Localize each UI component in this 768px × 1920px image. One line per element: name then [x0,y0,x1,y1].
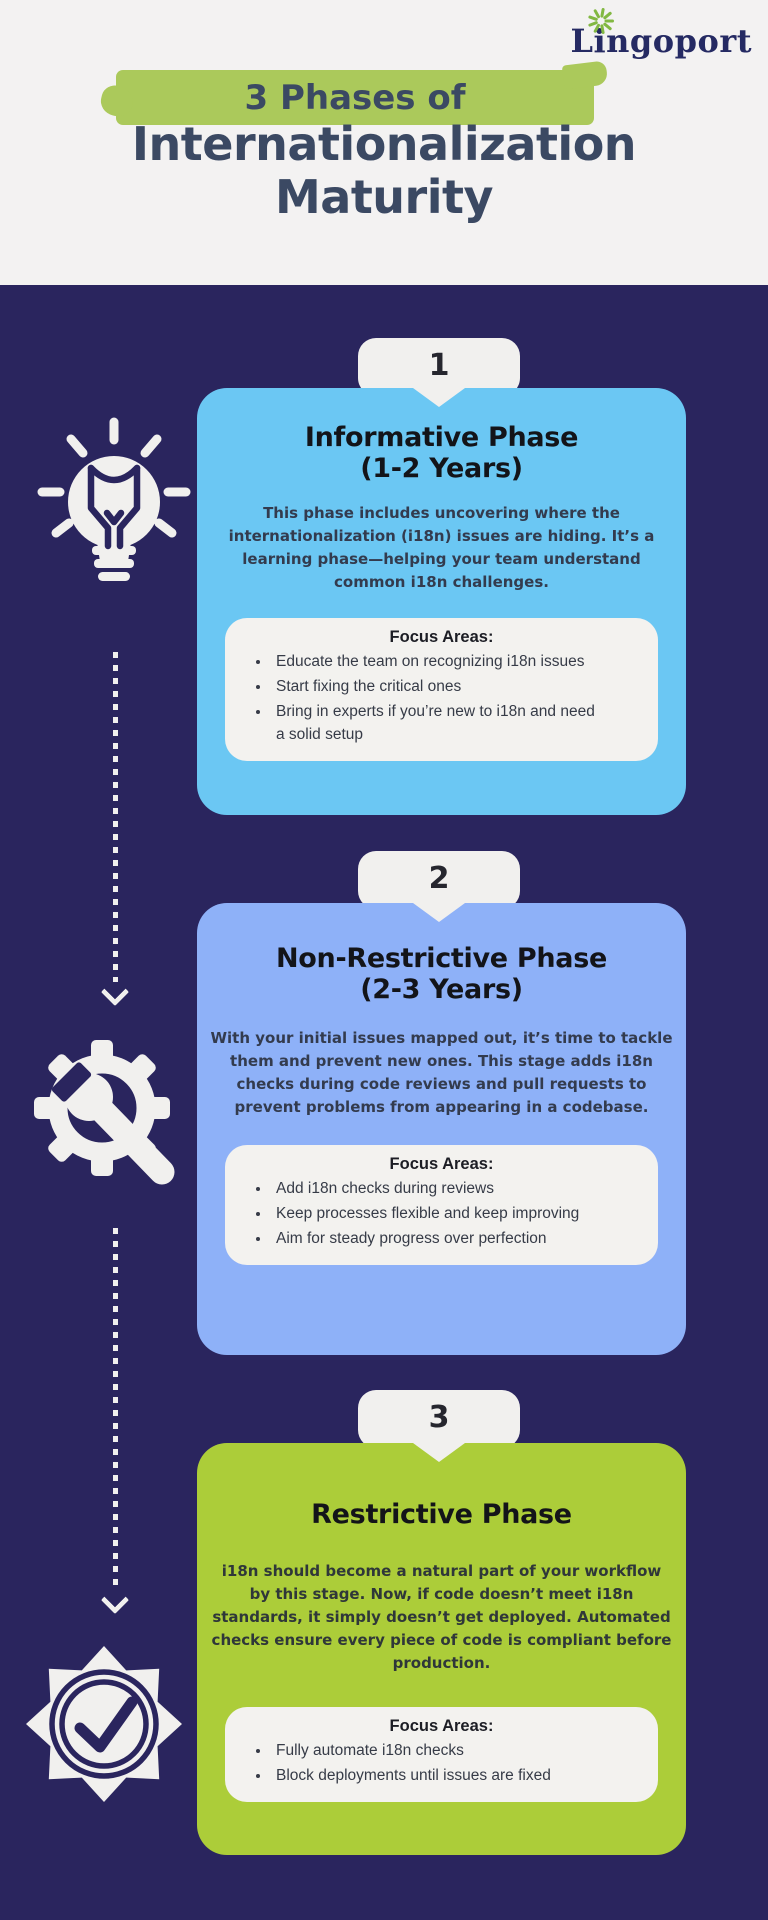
phase-3-focus-list: Fully automate i18n checks Block deploym… [225,1739,658,1787]
phase-2-title-text: Non-Restrictive Phase [275,943,608,974]
kicker-text: 3 Phases of [244,77,466,118]
phase-1-card: Informative Phase (1-2 Years) This phase… [197,388,686,815]
phase-3-card: Restrictive Phase i18n should become a n… [197,1443,686,1855]
focus-item: Start fixing the critical ones [271,675,596,698]
brand-logo: Lingoport [571,8,753,60]
page-title: Internationalization Maturity [0,118,768,224]
phase-2-notch [413,903,465,922]
phase-1-notch [413,388,465,407]
phase-2-focus-label: Focus Areas: [389,1155,494,1173]
phase-3-number-tab: 3 [358,1390,520,1448]
phase-2-description: With your initial issues mapped out, it’… [210,1029,673,1116]
phase-2-number: 2 [428,861,450,896]
phase-1-focus-label: Focus Areas: [389,628,494,646]
focus-item: Keep processes flexible and keep improvi… [271,1202,596,1225]
phase-1-number: 1 [428,348,450,383]
focus-item: Educate the team on recognizing i18n iss… [271,650,596,673]
phase-2-card: Non-Restrictive Phase (2-3 Years) With y… [197,903,686,1355]
badge-check-icon [26,1646,182,1802]
phase-2-focus-list: Add i18n checks during reviews Keep proc… [225,1177,658,1250]
phase-2-number-tab: 2 [358,851,520,909]
arrow-head-1 [100,977,130,1007]
phase-1-focus-list: Educate the team on recognizing i18n iss… [225,650,658,746]
phase-2-title: Non-Restrictive Phase (2-3 Years) [197,943,686,1005]
focus-item: Add i18n checks during reviews [271,1177,596,1200]
gear-wrench-icon [34,1040,175,1185]
phase-3-title: Restrictive Phase [197,1499,686,1530]
arrow-head-2 [100,1585,130,1615]
phase-3-notch [413,1443,465,1462]
phase-1-title: Informative Phase (1-2 Years) [197,422,686,484]
phase-3-description: i18n should become a natural part of you… [211,1562,672,1672]
phase-1-number-tab: 1 [358,338,520,396]
phase-3-focus-box: Focus Areas: Fully automate i18n checks … [225,1707,658,1802]
phase-3-number: 3 [428,1400,450,1435]
lightbulb-icon [37,417,191,581]
phase-1-title-text: Informative Phase [304,422,579,453]
phase-1-description: This phase includes uncovering where the… [228,504,655,591]
header: Lingoport 3 Phases of Internationalizati… [0,0,768,285]
page-title-line1: Internationalization [131,117,637,171]
phase-3-title-text: Restrictive Phase [311,1499,572,1530]
phase-3-focus-label: Focus Areas: [389,1717,494,1735]
page-title-line2: Maturity [275,170,493,224]
dotted-arrow-2 [113,1228,118,1590]
focus-item: Fully automate i18n checks [271,1739,596,1762]
focus-item: Bring in experts if you’re new to i18n a… [271,700,596,746]
focus-item: Block deployments until issues are fixed [271,1764,596,1787]
phase-1-subtitle: (1-2 Years) [360,453,523,484]
phase-2-focus-box: Focus Areas: Add i18n checks during revi… [225,1145,658,1265]
focus-item: Aim for steady progress over perfection [271,1227,596,1250]
phase-2-subtitle: (2-3 Years) [360,974,523,1005]
starburst-icon [587,8,614,34]
kicker-highlight: 3 Phases of [116,70,594,125]
phase-1-focus-box: Focus Areas: Educate the team on recogni… [225,618,658,761]
dotted-arrow-1 [113,652,118,982]
